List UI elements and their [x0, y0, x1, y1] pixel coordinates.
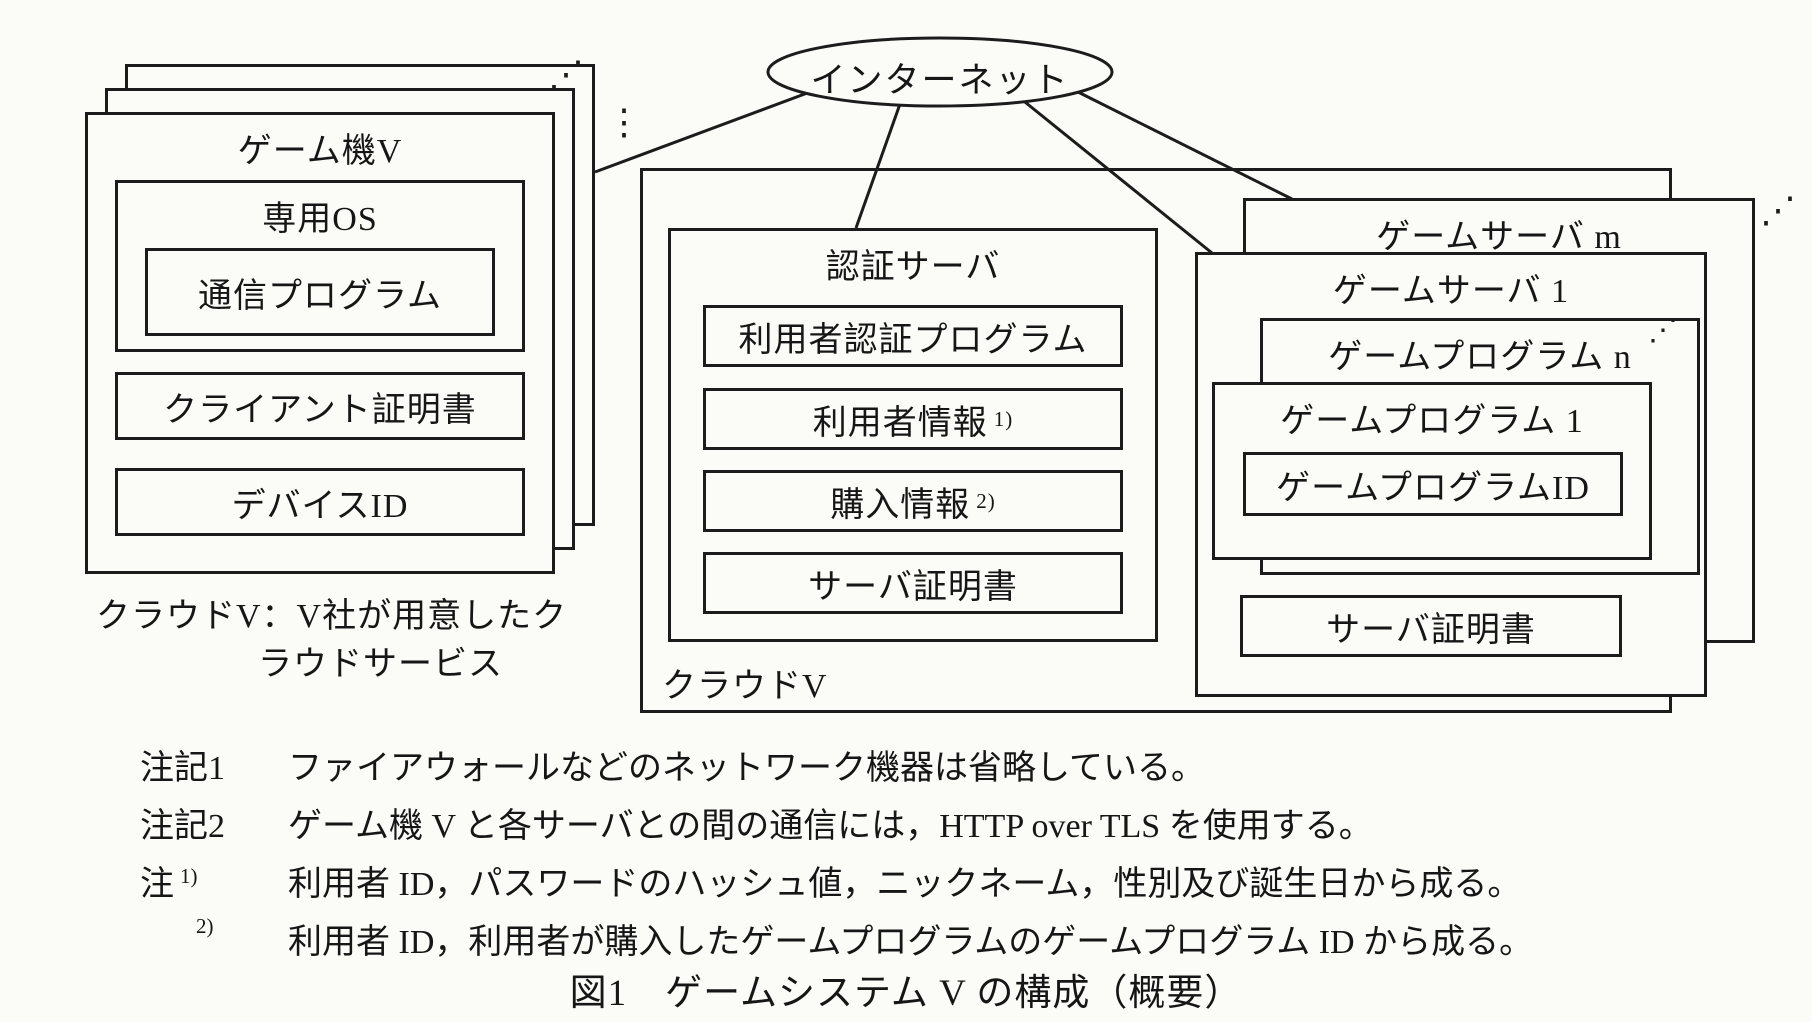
game-server-1-title: ゲームサーバ 1	[1332, 273, 1570, 310]
note-ref-1: 1)	[993, 406, 1014, 431]
cloud-note-line1: クラウドV：V社が用意したク	[96, 598, 568, 635]
console-line-ellipsis: ⋮	[606, 102, 642, 142]
auth-server-title: 認証サーバ	[825, 249, 1001, 286]
device-id-label: デバイスID	[231, 487, 409, 525]
game-server-cert-label: サーバ証明書	[1326, 611, 1536, 649]
client-cert-label: クライアント証明書	[163, 391, 477, 429]
note4-label: 2)	[196, 914, 214, 954]
internet-label: インターネット	[810, 61, 1070, 100]
client-cert-box: クライアント証明書	[115, 372, 525, 440]
note3-sup: 1)	[180, 863, 198, 888]
auth-item-label: 利用者認証プログラム	[738, 321, 1088, 359]
note2-label: 注記2	[140, 808, 225, 845]
note1-label: 注記1	[140, 750, 225, 787]
server-stack-ellipsis: ⋰	[1760, 190, 1796, 230]
auth-item-server-cert-box: サーバ証明書	[703, 552, 1123, 614]
auth-item-label: サーバ証明書	[808, 568, 1018, 606]
note3-label-text: 注	[140, 866, 174, 903]
program-stack-ellipsis: ⋰	[1648, 314, 1678, 347]
cloud-note-line2: ラウドサービス	[258, 646, 503, 683]
note3-text: 利用者 ID，パスワードのハッシュ値，ニックネーム，性別及び誕生日から成る。	[288, 866, 1522, 903]
auth-item-label: 利用者情報	[812, 404, 988, 442]
game-server-cert-box: サーバ証明書	[1240, 595, 1622, 657]
figure-caption: 図1 ゲームシステム V の構成（概要）	[569, 973, 1243, 1014]
game-console-title: ゲーム機V	[237, 133, 403, 170]
comm-program-label: 通信プログラム	[198, 277, 442, 315]
auth-item-label: 購入情報	[830, 486, 971, 524]
game-program-1-title: ゲームプログラム 1	[1280, 403, 1584, 440]
game-program-id-box: ゲームプログラムID	[1243, 452, 1623, 516]
device-id-box: デバイスID	[115, 468, 525, 536]
note2-text: ゲーム機 V と各サーバとの間の通信には，HTTP over TLS を使用する…	[288, 808, 1373, 845]
dedicated-os-title: 専用OS	[262, 201, 378, 238]
note1-text: ファイアウォールなどのネットワーク機器は省略している。	[288, 750, 1205, 787]
comm-program-box: 通信プログラム	[145, 248, 495, 336]
game-server-m-title: ゲームサーバ m	[1376, 219, 1622, 256]
console-stack-ellipsis: ⋰	[548, 54, 584, 94]
game-program-n-title: ゲームプログラム n	[1328, 339, 1632, 376]
note4-text: 利用者 ID，利用者が購入したゲームプログラムのゲームプログラム ID から成る…	[288, 924, 1534, 961]
note-ref-2: 2)	[976, 488, 996, 513]
auth-item-user-auth-program-box: 利用者認証プログラム	[703, 305, 1123, 367]
cloud-label: クラウドV	[662, 668, 828, 705]
note4-sup: 2)	[196, 914, 214, 938]
game-program-id-label: ゲームプログラムID	[1276, 469, 1590, 507]
